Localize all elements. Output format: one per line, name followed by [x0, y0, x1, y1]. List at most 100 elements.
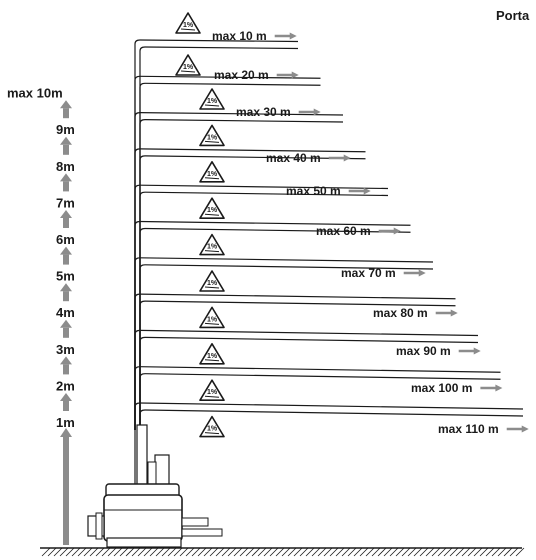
- hatch-line: [53, 547, 63, 557]
- run-label-group: max 50 m: [286, 184, 371, 198]
- warning-triangle-icon: [199, 233, 225, 256]
- slope-badge-text: 1%: [207, 353, 218, 360]
- pipe-route: [134, 111, 344, 430]
- up-arrow-icon: [60, 246, 72, 255]
- run-label: max 20 m: [214, 68, 269, 82]
- warning-triangle-icon: [199, 197, 225, 219]
- hatch-line: [503, 547, 513, 557]
- pipe-inner-line: [139, 300, 456, 430]
- run-label: max 70 m: [341, 266, 396, 280]
- hatch-line: [479, 547, 489, 557]
- warning-triangle-icon: [175, 54, 201, 76]
- up-arrow-icon: [60, 173, 72, 182]
- pipe-outer-line: [134, 75, 321, 430]
- run-label: max 80 m: [373, 306, 428, 320]
- pipe-route: [134, 293, 456, 430]
- inlet-connector-nut: [95, 512, 103, 540]
- hatch-line: [179, 547, 189, 557]
- run-label: max 50 m: [286, 184, 341, 198]
- pipe-route: [134, 184, 389, 430]
- pipe-outer-line: [134, 148, 366, 430]
- hatch-line: [209, 547, 219, 557]
- hatch-line: [347, 547, 357, 557]
- run-label-group: max 80 m: [373, 306, 458, 320]
- warning-triangle-icon: [199, 161, 225, 183]
- arrow-head-icon: [450, 309, 458, 317]
- arrow-head-icon: [495, 384, 503, 392]
- up-arrow-icon: [60, 100, 72, 109]
- slope-badge: 1%: [199, 270, 225, 292]
- height-arrow-shaft: [63, 327, 69, 338]
- hatch-line: [437, 547, 447, 557]
- arrow-head-icon: [393, 227, 401, 235]
- pipe-outer-line: [134, 220, 411, 430]
- hatch-line: [203, 547, 213, 557]
- pipe-inner-line: [139, 46, 299, 430]
- hatch-line: [449, 547, 459, 557]
- hatch-line: [389, 547, 399, 557]
- height-label: 7m: [56, 195, 75, 210]
- slope-badge-text: 1%: [207, 171, 218, 178]
- warning-triangle-icon: [175, 12, 201, 34]
- slope-badge-text: 1%: [207, 426, 218, 433]
- hatch-line: [263, 547, 273, 557]
- run-label-group: max 100 m: [411, 381, 503, 395]
- height-arrow-shaft: [63, 401, 69, 411]
- slope-line-icon: [204, 359, 220, 362]
- pipe-route: [134, 402, 524, 430]
- warning-triangle-icon: [199, 342, 225, 365]
- hatch-line: [419, 547, 429, 557]
- up-arrow-icon: [60, 210, 72, 218]
- slope-line-icon: [180, 28, 196, 31]
- hatch-line: [89, 547, 99, 557]
- hatch-line: [71, 547, 81, 557]
- pipe-inner-line: [139, 373, 501, 430]
- pipe-outer-line: [134, 366, 501, 430]
- height-arrow-shaft: [63, 364, 69, 375]
- arrow-head-icon: [289, 32, 297, 40]
- run-label: max 90 m: [396, 344, 451, 358]
- hatch-line: [497, 547, 507, 557]
- arrow-head-icon: [473, 347, 481, 355]
- height-label: 3m: [56, 342, 75, 357]
- hatch-line: [77, 547, 87, 557]
- run-label-group: max 70 m: [341, 266, 426, 280]
- slope-badge-text: 1%: [207, 98, 218, 105]
- slope-badge: 1%: [199, 197, 225, 219]
- hatch-line: [467, 547, 477, 557]
- warning-triangle-icon: [199, 270, 225, 292]
- hatch-line: [233, 547, 243, 557]
- height-arrow-shaft: [63, 144, 69, 155]
- hatch-line: [251, 547, 261, 557]
- ground: [40, 547, 525, 557]
- run-label: max 110 m: [438, 422, 499, 436]
- warning-triangle-icon: [199, 379, 225, 402]
- hatch-line: [293, 547, 303, 557]
- pipe-route: [134, 148, 366, 430]
- up-arrow-icon: [60, 283, 72, 292]
- slope-badge-text: 1%: [183, 64, 194, 71]
- slope-badge: 1%: [175, 54, 201, 76]
- pipe-inner-line: [139, 227, 411, 430]
- hatch-line: [311, 547, 321, 557]
- slope-badge-text: 1%: [183, 22, 194, 29]
- height-arrow-shaft: [63, 254, 69, 265]
- up-arrow-icon: [60, 393, 72, 401]
- slope-line-icon: [204, 104, 220, 107]
- hatch-line: [185, 547, 195, 557]
- slope-line-icon: [204, 432, 220, 435]
- hatch-line: [215, 547, 225, 557]
- hatch-line: [125, 547, 135, 557]
- warning-triangle-icon: [199, 124, 225, 147]
- height-arrow-shaft: [63, 181, 69, 192]
- height-label: 2m: [56, 378, 75, 393]
- run-label: max 10 m: [212, 29, 267, 43]
- slope-badge: 1%: [199, 306, 225, 329]
- hatch-line: [329, 547, 339, 557]
- height-label: 5m: [56, 269, 75, 284]
- hatch-line: [143, 547, 153, 557]
- hatch-line: [137, 547, 147, 557]
